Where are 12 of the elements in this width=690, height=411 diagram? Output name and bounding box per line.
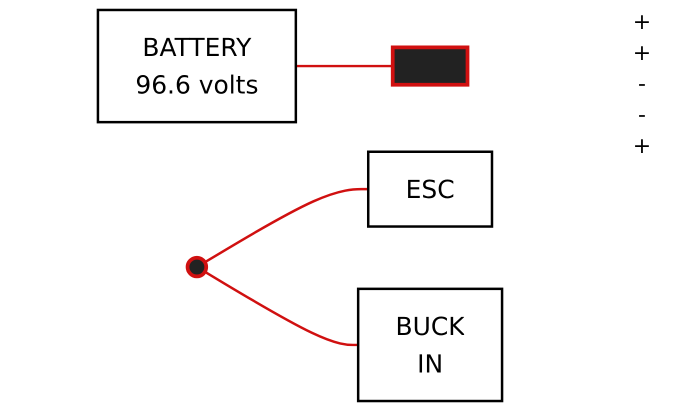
connector	[296, 64, 393, 68]
polarity-sign: -	[637, 103, 647, 128]
connector	[204, 270, 358, 346]
polarity-sign: +	[632, 10, 652, 35]
node-box: ESC	[366, 150, 494, 228]
node-box	[390, 46, 470, 87]
polarity-sign: +	[632, 41, 652, 66]
node-box: BATTERY 96.6 volts	[96, 8, 298, 124]
polarity-sign: +	[632, 134, 652, 159]
node-circle	[186, 256, 208, 278]
polarity-sign: -	[637, 72, 647, 97]
connector	[204, 188, 368, 264]
